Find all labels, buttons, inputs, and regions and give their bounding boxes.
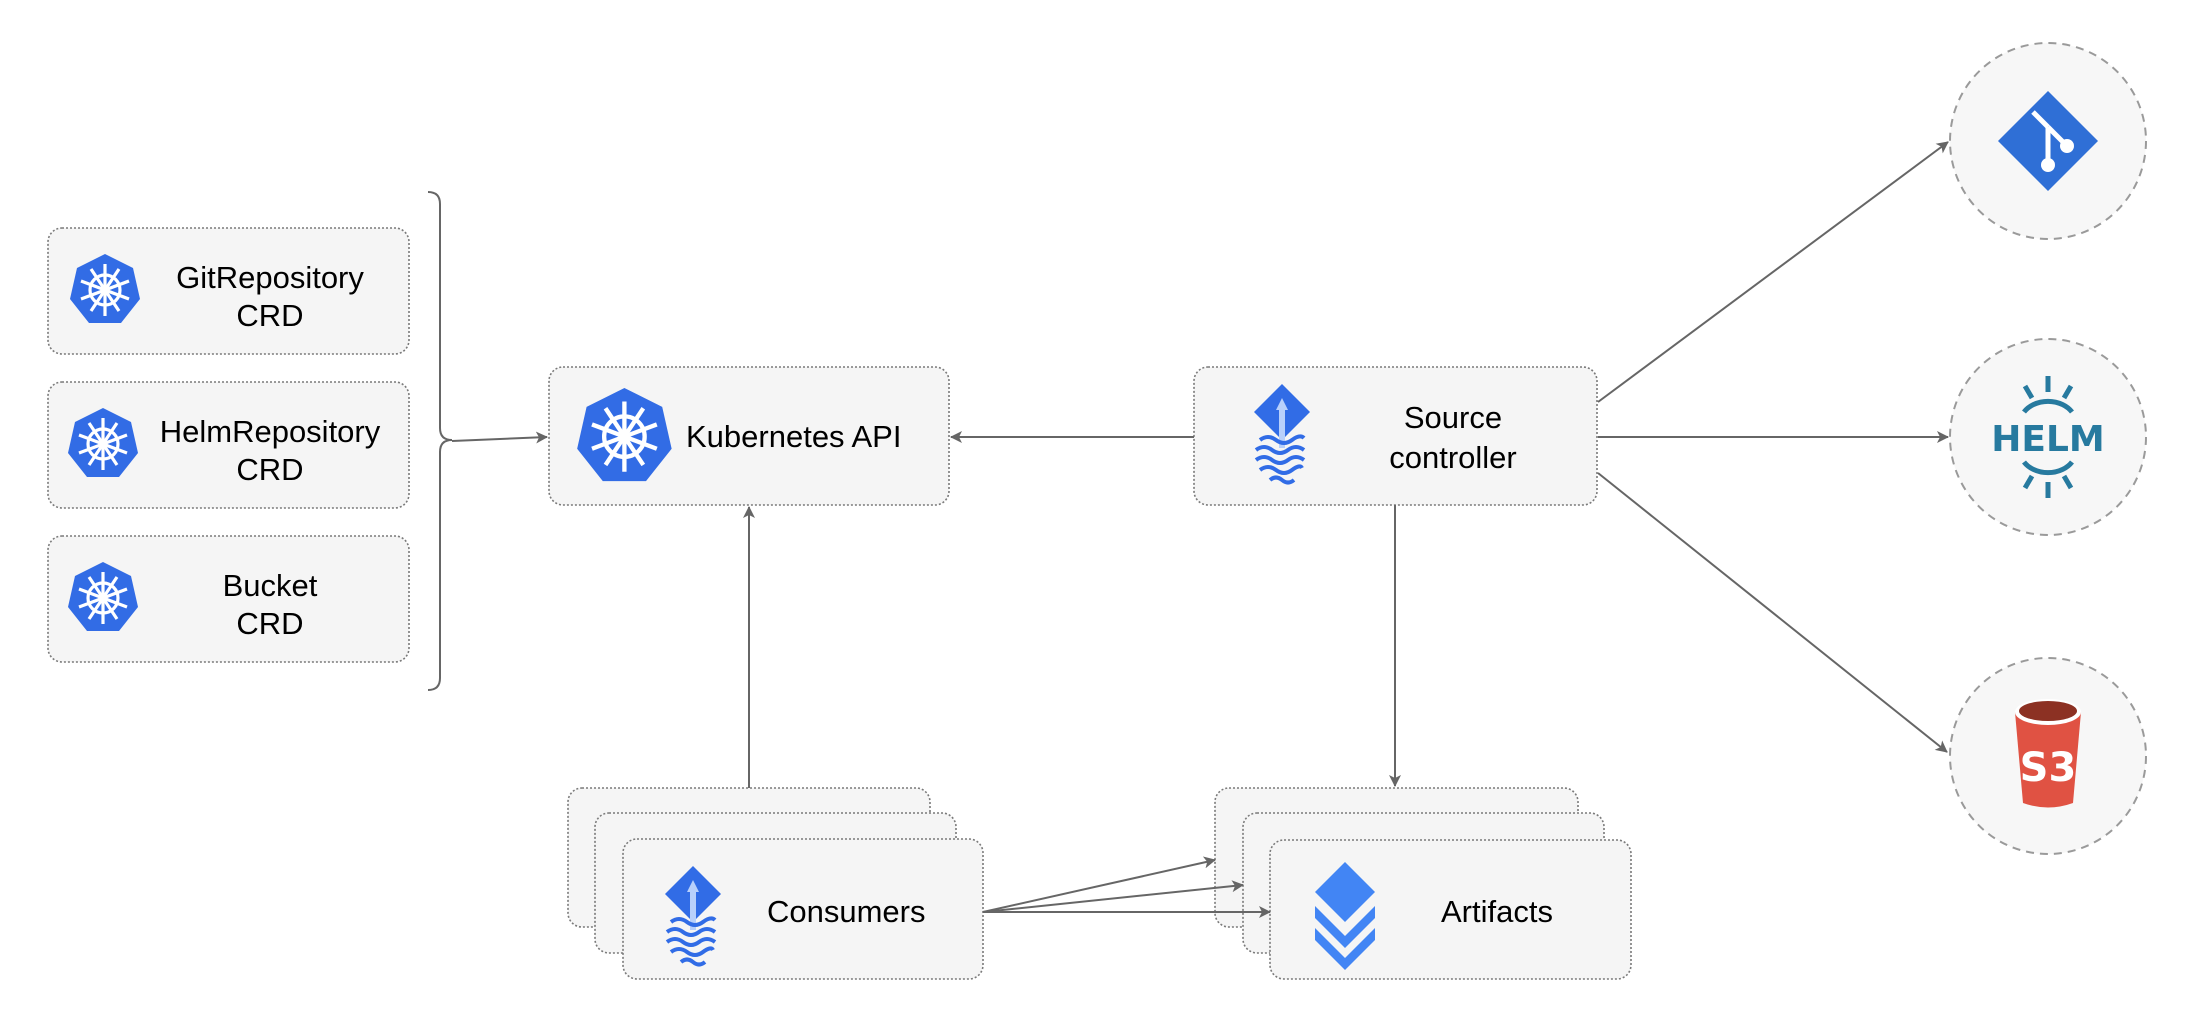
helm-icon: HELM — [1991, 376, 2105, 498]
s3-bucket-icon: S3 — [2015, 699, 2081, 808]
layers-icon — [1315, 862, 1375, 970]
edge-consumers-to-artifacts — [982, 880, 1244, 913]
node-label: Source — [1404, 400, 1502, 435]
edges — [451, 141, 1949, 918]
node-label: GitRepository — [176, 260, 364, 295]
helm-logo-text: HELM — [1991, 419, 2104, 460]
edge-source-controller-to-git — [1597, 141, 1949, 403]
node-label: HelmRepository — [160, 414, 381, 449]
node-label: Bucket — [223, 568, 318, 603]
node-label: Kubernetes API — [686, 419, 901, 454]
node-sublabel: CRD — [236, 606, 303, 641]
s3-source-node[interactable]: S3 — [1949, 657, 2147, 855]
edge-source-controller-to-s3 — [1597, 472, 1948, 753]
node-sublabel: CRD — [236, 452, 303, 487]
kubernetes-api-node[interactable]: Kubernetes API — [548, 366, 950, 506]
s3-logo-text: S3 — [2020, 745, 2077, 791]
helm-repository-crd-node[interactable]: HelmRepository CRD — [47, 381, 410, 509]
node-sublabel: controller — [1389, 440, 1517, 475]
node-label: Consumers — [767, 894, 926, 929]
node-label: Artifacts — [1441, 894, 1553, 929]
node-sublabel: CRD — [236, 298, 303, 333]
source-controller-node[interactable]: Source controller — [1193, 366, 1598, 506]
helm-source-node[interactable]: HELM — [1949, 338, 2147, 536]
grouping-brace — [427, 191, 453, 691]
consumers-node[interactable]: Consumers — [567, 787, 984, 980]
bucket-crd-node[interactable]: Bucket CRD — [47, 535, 410, 663]
git-icon — [1998, 91, 2098, 191]
edge-consumers-to-artifacts — [982, 856, 1216, 913]
git-repository-crd-node[interactable]: GitRepository CRD — [47, 227, 410, 355]
artifacts-node[interactable]: Artifacts — [1214, 787, 1632, 980]
edge-crds-to-kubernetes-api — [451, 431, 548, 444]
git-source-node[interactable] — [1949, 42, 2147, 240]
